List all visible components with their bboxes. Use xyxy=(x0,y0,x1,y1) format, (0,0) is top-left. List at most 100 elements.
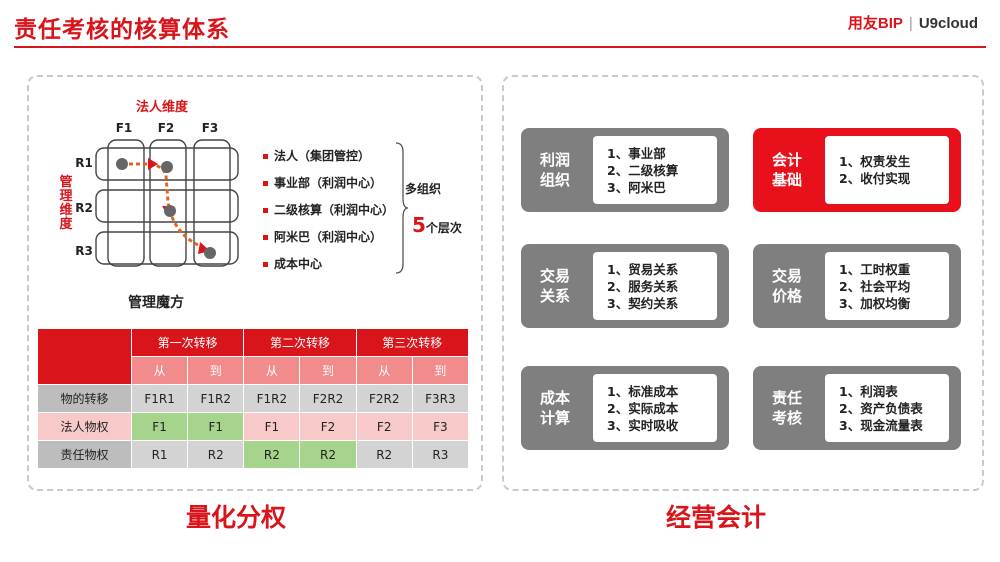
group-header: 第三次转移 xyxy=(355,328,470,357)
arrow-1 xyxy=(148,158,158,170)
subheader-cell: 到 xyxy=(187,356,245,385)
page-title: 责任考核的核算体系 xyxy=(14,17,230,43)
management-dimension-char-2: 理 xyxy=(59,189,72,204)
level-item: 事业部（利润中心） xyxy=(263,173,394,200)
table-row: 物的转移 F1R1 F1R2 F1R2 F2R2 F2R2 F3R3 xyxy=(37,384,470,413)
card-content: 1、权责发生 2、收付实现 xyxy=(825,136,949,204)
table-cell: F3R3 xyxy=(411,384,470,413)
card-item: 1、工时权重 xyxy=(839,261,911,277)
quantified-decentralization-panel xyxy=(27,75,483,491)
level-item: 成本中心 xyxy=(263,254,394,281)
table-subheader-row: 从 到 从 到 从 到 xyxy=(38,356,470,385)
card-title: 交易价格 xyxy=(771,267,802,305)
table-cell: R2 xyxy=(187,440,245,469)
table-cell: F1 xyxy=(243,412,301,441)
quantified-decentralization-label: 量化分权 xyxy=(186,503,287,532)
table-cell: F2 xyxy=(355,412,413,441)
grid-cells xyxy=(95,139,239,267)
card-responsibility-assessment: 责任考核 1、利润表 2、资产负债表 3、现金流量表 xyxy=(753,366,961,450)
table-group-header-row: 第一次转移 第二次转移 第三次转移 xyxy=(37,328,470,385)
transfer-table: 第一次转移 第二次转移 第三次转移 从 到 从 到 从 到 物的转移 F1R1 … xyxy=(37,328,470,469)
node-f3r3 xyxy=(204,247,216,259)
transfer-path xyxy=(122,162,207,252)
card-item: 1、标准成本 xyxy=(607,383,679,399)
card-cost-calculation: 成本计算 1、标准成本 2、实际成本 3、实时吸收 xyxy=(521,366,729,450)
business-accounting-panel xyxy=(502,75,984,491)
col-label-f3: F3 xyxy=(202,121,219,135)
table-cell: F2 xyxy=(299,412,357,441)
card-item: 2、二级核算 xyxy=(607,162,679,178)
col-label-f2: F2 xyxy=(158,121,175,135)
card-item: 1、事业部 xyxy=(607,145,666,161)
table-row: 法人物权 F1 F1 F1 F2 F2 F3 xyxy=(37,412,470,441)
brand-main: 用友BIP xyxy=(847,15,903,32)
card-profit-organization: 利润组织 1、事业部 2、二级核算 3、阿米巴 xyxy=(521,128,729,212)
table-corner-cell xyxy=(37,328,132,385)
table-cell: F1R2 xyxy=(243,384,301,413)
card-title: 会计基础 xyxy=(771,151,802,189)
subheader-cell: 从 xyxy=(355,356,413,385)
card-title: 利润组织 xyxy=(539,151,570,189)
card-item: 3、现金流量表 xyxy=(839,417,923,433)
level-item: 法人（集团管控） xyxy=(263,146,394,173)
bullet-icon xyxy=(263,235,268,240)
table-cell: F3 xyxy=(411,412,470,441)
card-item: 2、收付实现 xyxy=(839,171,911,186)
card-item: 1、贸易关系 xyxy=(607,261,679,277)
row-label-r2: R2 xyxy=(75,201,93,215)
table-cell: R2 xyxy=(299,440,357,469)
card-content: 1、贸易关系 2、服务关系 3、契约关系 xyxy=(593,252,717,320)
subheader-cell: 到 xyxy=(411,356,470,385)
node-f1r2 xyxy=(161,161,173,173)
organization-level-list: 法人（集团管控） 事业部（利润中心） 二级核算（利润中心） 阿米巴（利润中心） … xyxy=(263,146,394,281)
card-accounting-basis: 会计基础 1、权责发生 2、收付实现 xyxy=(753,128,961,212)
title-underline xyxy=(14,46,986,48)
bullet-icon xyxy=(263,262,268,267)
card-item: 1、利润表 xyxy=(839,383,898,399)
legal-dimension-label: 法人维度 xyxy=(136,99,189,115)
management-dimension-char-4: 度 xyxy=(59,216,73,232)
row-label: 法人物权 xyxy=(37,412,132,441)
table-cell: F1 xyxy=(187,412,245,441)
level-item: 二级核算（利润中心） xyxy=(263,200,394,227)
table-cell: F2R2 xyxy=(355,384,413,413)
table-cell: R3 xyxy=(411,440,470,469)
level-count: 5个层次 xyxy=(412,213,462,237)
level-count-suffix: 个层次 xyxy=(425,221,462,235)
brand-logo: 用友BIP | U9cloud xyxy=(848,12,978,33)
card-content: 1、工时权重 2、社会平均 3、加权均衡 xyxy=(825,252,949,320)
level-label: 事业部（利润中心） xyxy=(274,176,383,190)
col-label-f1: F1 xyxy=(116,121,133,135)
management-cube-caption: 管理魔方 xyxy=(128,295,184,311)
card-title: 成本计算 xyxy=(539,389,570,427)
brand-separator: | xyxy=(908,15,913,32)
table-cell: R2 xyxy=(243,440,301,469)
card-item: 2、资产负债表 xyxy=(839,400,923,416)
bullet-icon xyxy=(263,208,268,213)
card-item: 2、服务关系 xyxy=(607,278,679,294)
table-cell: F1R2 xyxy=(187,384,245,413)
management-dimension-char-3: 维 xyxy=(59,202,72,218)
node-f1r1 xyxy=(116,158,128,170)
subheader-cell: 从 xyxy=(243,356,301,385)
card-transaction-price: 交易价格 1、工时权重 2、社会平均 3、加权均衡 xyxy=(753,244,961,328)
level-item: 阿米巴（利润中心） xyxy=(263,227,394,254)
card-title: 责任考核 xyxy=(771,389,802,427)
row-label-r1: R1 xyxy=(75,156,93,170)
card-item: 2、社会平均 xyxy=(839,278,911,294)
row-label: 责任物权 xyxy=(37,440,132,469)
card-item: 3、阿米巴 xyxy=(607,179,666,195)
table-cell: R1 xyxy=(130,440,189,469)
table-cell: F1R1 xyxy=(130,384,189,413)
level-label: 二级核算（利润中心） xyxy=(274,203,395,217)
brand-sub: U9cloud xyxy=(918,15,978,32)
card-item: 2、实际成本 xyxy=(607,400,679,416)
level-count-number: 5 xyxy=(412,213,426,237)
card-item: 3、加权均衡 xyxy=(839,295,911,311)
row-label: 物的转移 xyxy=(37,384,132,413)
card-transaction-relation: 交易关系 1、贸易关系 2、服务关系 3、契约关系 xyxy=(521,244,729,328)
card-item: 3、实时吸收 xyxy=(607,417,679,433)
card-content: 1、事业部 2、二级核算 3、阿米巴 xyxy=(593,136,717,204)
bullet-icon xyxy=(263,154,268,159)
table-row: 责任物权 R1 R2 R2 R2 R2 R3 xyxy=(37,440,470,469)
